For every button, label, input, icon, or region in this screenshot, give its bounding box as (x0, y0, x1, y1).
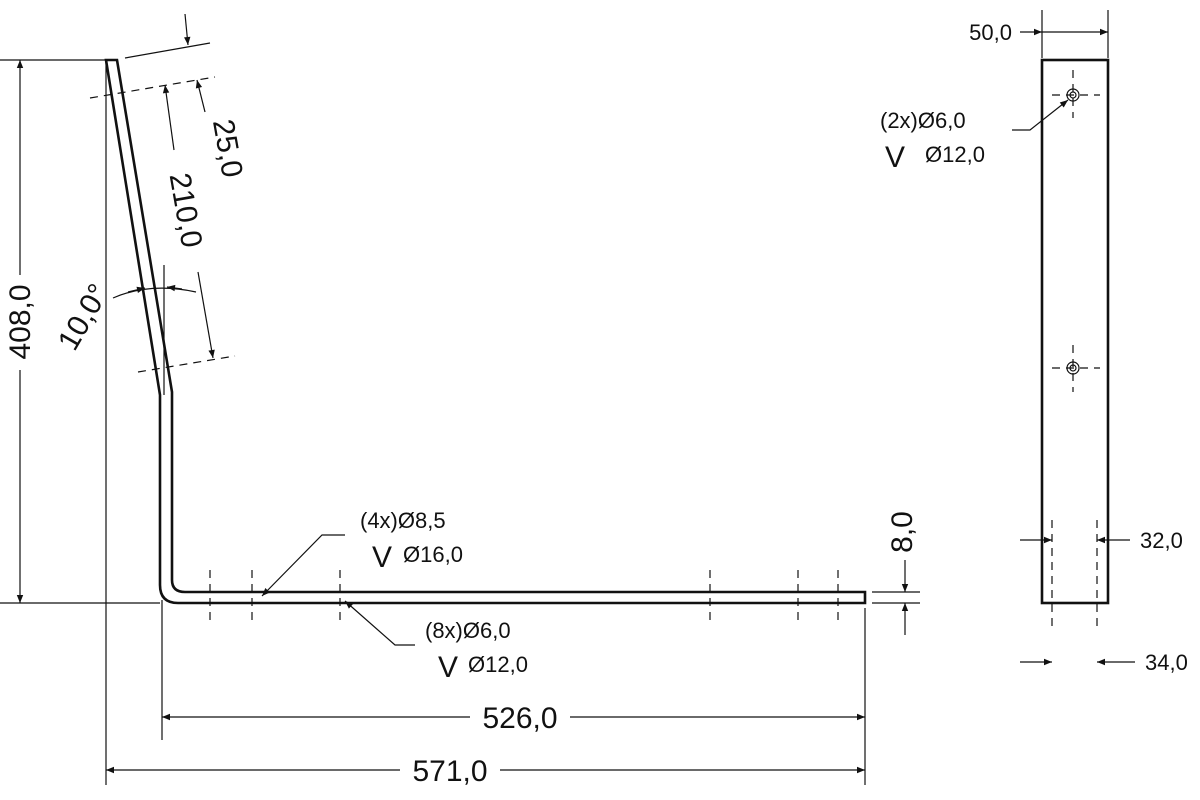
inner-spacing-dimension: 32,0 (1020, 528, 1183, 553)
height-dimension: 408,0 (0, 59, 160, 604)
countersink-symbol: V (372, 541, 392, 574)
width-dimension: 50,0 (969, 10, 1109, 58)
outer-spacing-dimension: 34,0 (1020, 650, 1188, 675)
countersink-symbol: V (438, 651, 458, 684)
hole-note: (8x)Ø6,0 V Ø12,0 (344, 600, 528, 684)
width-label: 50,0 (969, 20, 1012, 45)
side-view-bracket (104, 58, 867, 605)
inner-spacing-label: 32,0 (1140, 528, 1183, 553)
note-line2: Ø12,0 (468, 652, 528, 677)
height-dim-label: 408,0 (4, 284, 37, 359)
thickness-dimension: 8,0 (872, 511, 920, 635)
hole-spacing-label: 210,0 (163, 171, 209, 251)
front-hole-note: (2x)Ø6,0 V Ø12,0 (880, 99, 1069, 174)
countersunk-note: (4x)Ø8,5 V Ø16,0 (261, 508, 463, 597)
hole-centerlines (89, 76, 839, 625)
angle-dimension: 10,0° (52, 265, 197, 395)
note-line2: Ø16,0 (403, 542, 463, 567)
total-length-label: 571,0 (412, 755, 487, 788)
note-line2: Ø12,0 (925, 142, 985, 167)
thickness-label: 8,0 (886, 511, 919, 553)
outer-spacing-label: 34,0 (1145, 650, 1188, 675)
leg-length-dimension: 526,0 (161, 600, 865, 740)
note-line1: (4x)Ø8,5 (360, 508, 446, 533)
note-line1: (2x)Ø6,0 (880, 108, 966, 133)
front-view-bracket (1040, 58, 1110, 630)
note-line1: (8x)Ø6,0 (425, 618, 511, 643)
slanted-dimensions: 25,0 210,0 (124, 13, 249, 359)
top-offset-label: 25,0 (206, 117, 249, 180)
countersink-symbol: V (885, 141, 905, 174)
leg-length-label: 526,0 (482, 702, 557, 735)
total-length-dimension: 571,0 (105, 60, 866, 788)
